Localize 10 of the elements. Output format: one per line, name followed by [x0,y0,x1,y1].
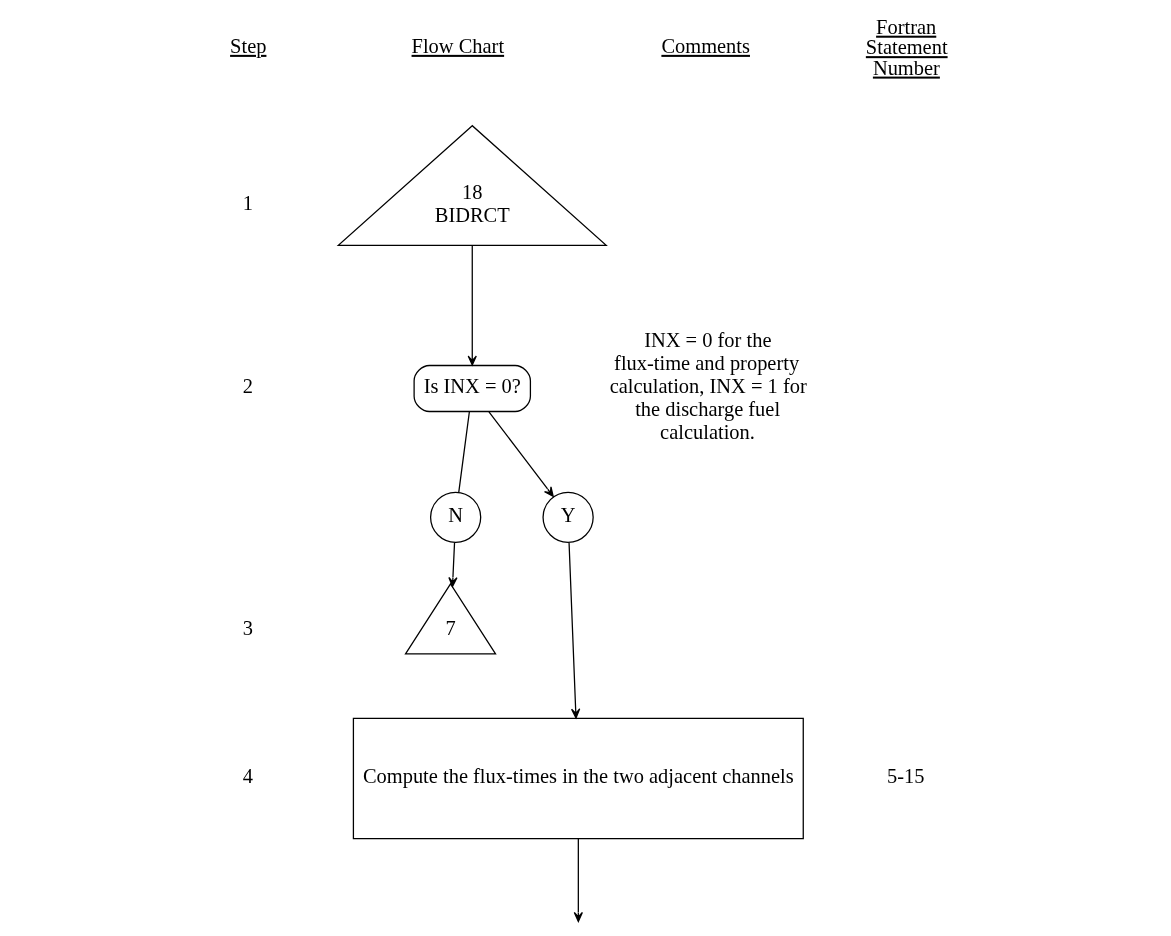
label: 2 [242,375,253,398]
label: 4 [242,765,253,788]
label: 1 [242,192,253,215]
label: Fortran Statement Number [865,15,948,79]
label: INX = 0 for the flux-time and property calculation, INX = 1 for the discharge fuel calculation. [609,329,807,444]
label: Step [229,34,266,57]
label: Flow Chart [411,34,504,57]
label: 3 [242,617,253,640]
label: 5-15 [886,765,924,788]
label: Comments [660,34,750,57]
